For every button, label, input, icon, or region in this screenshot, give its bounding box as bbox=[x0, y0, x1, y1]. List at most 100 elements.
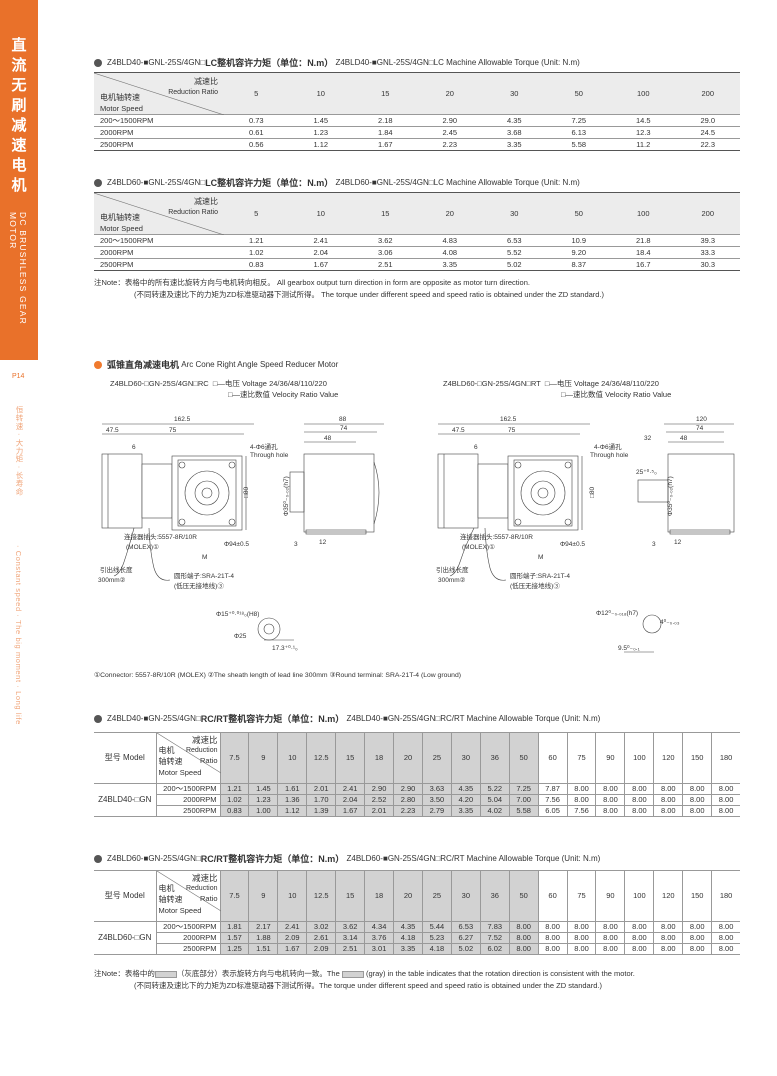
header-ratio-cn: 减速比 bbox=[191, 873, 218, 883]
torque-cell: 8.00 bbox=[624, 783, 655, 795]
torque-cell: 4.83 bbox=[417, 234, 482, 247]
torque-cell: 22.3 bbox=[700, 140, 716, 149]
torque-cell: 2.41 bbox=[288, 234, 353, 247]
torque-cell: 1.21 bbox=[219, 783, 250, 795]
torque-cell: 4.18 bbox=[393, 932, 423, 944]
torque-cell: 8.00 bbox=[537, 921, 568, 933]
svg-text:75: 75 bbox=[508, 427, 516, 434]
svg-text:(低压无接地线)③: (低压无接地线)③ bbox=[174, 581, 224, 590]
torque-cell: 1.67 bbox=[377, 140, 393, 149]
torque-cell: 8.00 bbox=[653, 783, 684, 795]
svg-text:162.5: 162.5 bbox=[500, 416, 517, 423]
torque-cell: 7.56 bbox=[566, 805, 597, 817]
torque-cell: 8.00 bbox=[711, 932, 740, 944]
checkbox-icon: □ bbox=[435, 714, 441, 723]
note-line1-cn: 注Note：表格中的所有速比旋转方向与电机转向相反。 bbox=[94, 278, 275, 287]
torque-cell: 8.00 bbox=[566, 943, 597, 955]
checkbox-icon: □ bbox=[200, 178, 206, 187]
svg-text:(低压无接地线)③: (低压无接地线)③ bbox=[510, 581, 560, 590]
title-model: Z4BLD40- bbox=[107, 58, 144, 67]
torque-cell: 7.25 bbox=[508, 783, 539, 795]
right-ratio: □—速比数值 Velocity Ratio Value bbox=[561, 390, 672, 399]
torque-cell: 10.9 bbox=[546, 234, 611, 247]
svg-text:74: 74 bbox=[696, 425, 704, 432]
ratio-header-cell: 50 bbox=[546, 192, 611, 235]
svg-text:47.5: 47.5 bbox=[106, 427, 119, 434]
row-speed-label: 2500RPM bbox=[100, 260, 134, 269]
ratio-header-cell: 100 bbox=[611, 72, 676, 115]
ratio-header-cell: 30 bbox=[450, 870, 481, 922]
svg-text:74: 74 bbox=[340, 425, 348, 432]
svg-text:9.5⁰₋₀.₁: 9.5⁰₋₀.₁ bbox=[618, 644, 641, 652]
svg-text:47.5: 47.5 bbox=[452, 427, 465, 434]
row-speed-label: 2000RPM bbox=[94, 126, 224, 139]
torque-cell: 8.00 bbox=[537, 932, 568, 944]
header-ratio-en2: Ratio bbox=[199, 894, 218, 903]
svg-text:32: 32 bbox=[644, 435, 652, 442]
torque-cell: 2.61 bbox=[306, 932, 337, 944]
gray-swatch-icon bbox=[154, 970, 177, 978]
torque-cell: 8.00 bbox=[624, 805, 655, 817]
svg-text:Through hole: Through hole bbox=[590, 452, 629, 459]
torque-cell: 8.00 bbox=[595, 794, 626, 806]
torque-cell: 1.23 bbox=[288, 126, 353, 139]
torque-cell: 8.00 bbox=[711, 805, 740, 817]
ratio-header-cell: 12.5 bbox=[306, 732, 337, 784]
note-line2-en: The torque under different speed and spe… bbox=[321, 290, 605, 299]
header-ratio-cn: 减速比 bbox=[194, 197, 218, 206]
torque-cell: 7.52 bbox=[479, 932, 510, 944]
svg-text:120: 120 bbox=[696, 416, 707, 423]
note-1: 注Note：表格中的所有速比旋转方向与电机转向相反。 All gearbox o… bbox=[94, 277, 604, 301]
ratio-header-cell: 90 bbox=[595, 732, 626, 784]
torque-cell: 1.23 bbox=[248, 794, 279, 806]
torque-cell: 8.00 bbox=[653, 921, 684, 933]
title-model-suffix: GNL-25S/4GN bbox=[148, 178, 201, 187]
torque-cell: 4.35 bbox=[482, 114, 547, 127]
note2-c: (gray) in the table indicates that the r… bbox=[365, 969, 635, 978]
torque-cell: 8.00 bbox=[653, 794, 684, 806]
torque-cell: 0.56 bbox=[248, 140, 264, 149]
bullet-icon bbox=[94, 58, 102, 67]
ratio-header-cell: 25 bbox=[421, 732, 452, 784]
checkbox-icon: □ bbox=[200, 58, 206, 67]
title-en: RC/RT Machine Allowable Torque (Unit: N.… bbox=[440, 854, 601, 863]
ratio-header-cell: 200 bbox=[675, 192, 740, 235]
torque-cell: 1.12 bbox=[313, 140, 329, 149]
header-speed-en: Motor Speed bbox=[158, 906, 202, 915]
torque-cell: 0.73 bbox=[224, 114, 289, 127]
title-cn: RC/RT整机容许力矩（单位： bbox=[200, 714, 319, 724]
left-model: Z4BLD60-□GN-25S/4GN□RC bbox=[110, 379, 209, 388]
note-line2-cn: (不同转速及速比下的力矩为ZD标准驱动器下测试所得。 bbox=[134, 290, 319, 299]
torque-cell: 29.0 bbox=[675, 114, 740, 127]
row-speed-label: 2500RPM bbox=[100, 140, 134, 149]
torque-cell: 8.00 bbox=[682, 794, 713, 806]
ratio-header-cell: 5 bbox=[224, 72, 289, 115]
torque-cell: 7.83 bbox=[479, 921, 510, 933]
header-speed-en: Motor Speed bbox=[100, 224, 143, 233]
title-en-model: Z4BLD60- bbox=[346, 854, 383, 863]
sidebar-slogan-cn: 恒转速 · 大力矩 · 长寿命 bbox=[15, 406, 24, 496]
torque-cell: 3.35 bbox=[442, 260, 458, 269]
svg-text:□80: □80 bbox=[589, 486, 596, 498]
row-speed-label: 2500RPM bbox=[155, 805, 221, 817]
row-speed-label: 200～1500RPM bbox=[155, 783, 221, 795]
header-speed-cn2: 轴转速 bbox=[158, 757, 183, 766]
torque-cell: 39.3 bbox=[675, 234, 740, 247]
torque-cell: 8.00 bbox=[508, 932, 539, 944]
ratio-header-cell: 75 bbox=[566, 732, 597, 784]
ratio-header-cell: 5 bbox=[224, 192, 289, 235]
ratio-header-cell: 36 bbox=[479, 732, 510, 784]
checkbox-icon: ■ bbox=[382, 714, 388, 723]
ratio-header-cell: 10 bbox=[277, 870, 308, 922]
torque-cell: 2.41 bbox=[277, 921, 308, 933]
svg-text:6: 6 bbox=[474, 444, 478, 451]
torque-cell: 8.00 bbox=[682, 932, 713, 944]
